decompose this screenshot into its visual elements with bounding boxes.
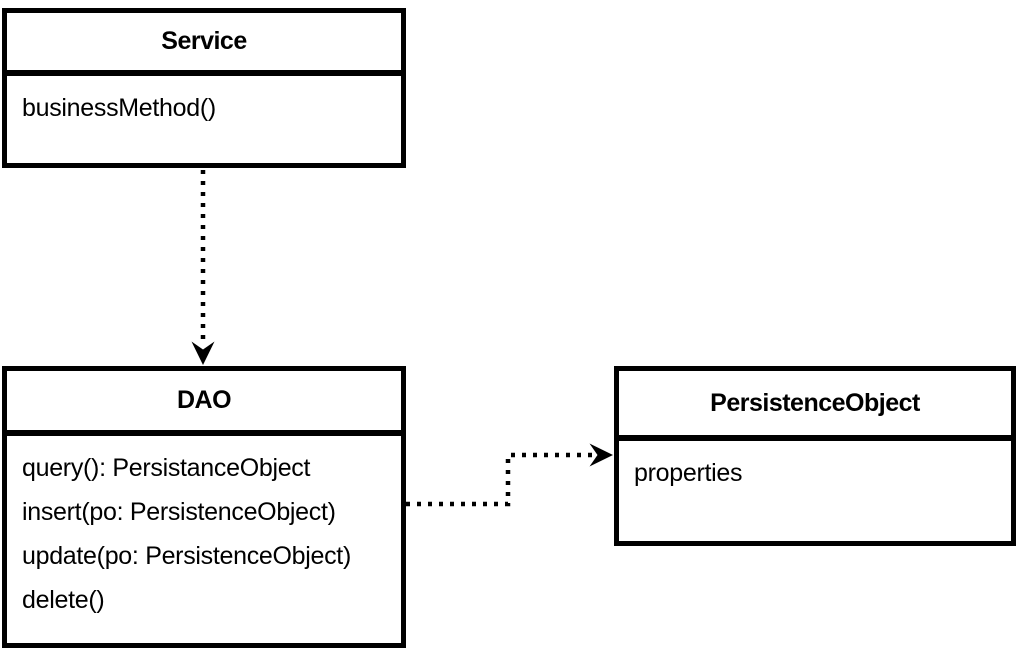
class-box-persistenceobject: PersistenceObject properties <box>614 366 1016 546</box>
class-member: query(): PersistanceObject <box>22 454 311 482</box>
class-members-service: businessMethod() <box>7 76 401 130</box>
class-member: properties <box>634 459 743 487</box>
class-title-service: Service <box>7 13 401 76</box>
class-title-persistenceobject: PersistenceObject <box>619 371 1011 441</box>
dependency-line-dao-to-persistenceobject <box>406 452 592 507</box>
class-box-service: Service businessMethod() <box>2 8 406 168</box>
class-members-dao: query(): PersistanceObject insert(po: Pe… <box>7 436 401 622</box>
class-member: update(po: PersistenceObject) <box>22 542 351 570</box>
arrowhead-down-icon <box>191 341 215 365</box>
class-member: insert(po: PersistenceObject) <box>22 498 336 526</box>
class-member: businessMethod() <box>22 94 216 122</box>
class-box-dao: DAO query(): PersistanceObject insert(po… <box>2 366 406 648</box>
arrowhead-right-icon <box>589 443 613 467</box>
class-member: delete() <box>22 586 105 614</box>
class-title-dao: DAO <box>7 371 401 436</box>
class-members-persistenceobject: properties <box>619 441 1011 495</box>
